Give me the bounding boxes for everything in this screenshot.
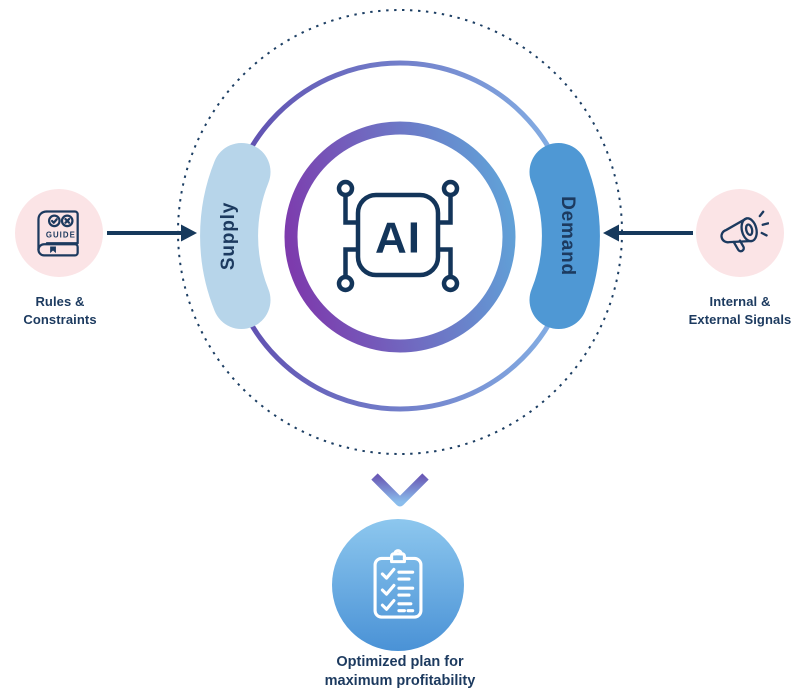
guide-book-icon: GUIDE [37,210,79,257]
rules-constraints-badge: GUIDE [15,189,103,277]
clipboard-checklist-icon [373,549,423,619]
output-label: Optimized plan for maximum profitability [324,654,476,689]
ai-core-label: AI [375,214,421,263]
signals-label: Internal & External Signals [688,294,792,327]
signals-badge [696,189,784,277]
supply-label: Supply [218,201,239,271]
supply-pill [200,143,271,329]
guide-book-title: GUIDE [46,231,76,240]
ai-chip-icon [336,179,460,293]
rules-constraints-label: Rules & Constraints [23,294,97,327]
megaphone-icon [720,210,769,253]
left-input-arrow [107,224,197,242]
output-circle [332,519,464,651]
output-down-arrow [371,412,429,507]
demand-pill [529,143,600,329]
right-input-arrow [603,224,693,242]
demand-label: Demand [557,196,578,276]
